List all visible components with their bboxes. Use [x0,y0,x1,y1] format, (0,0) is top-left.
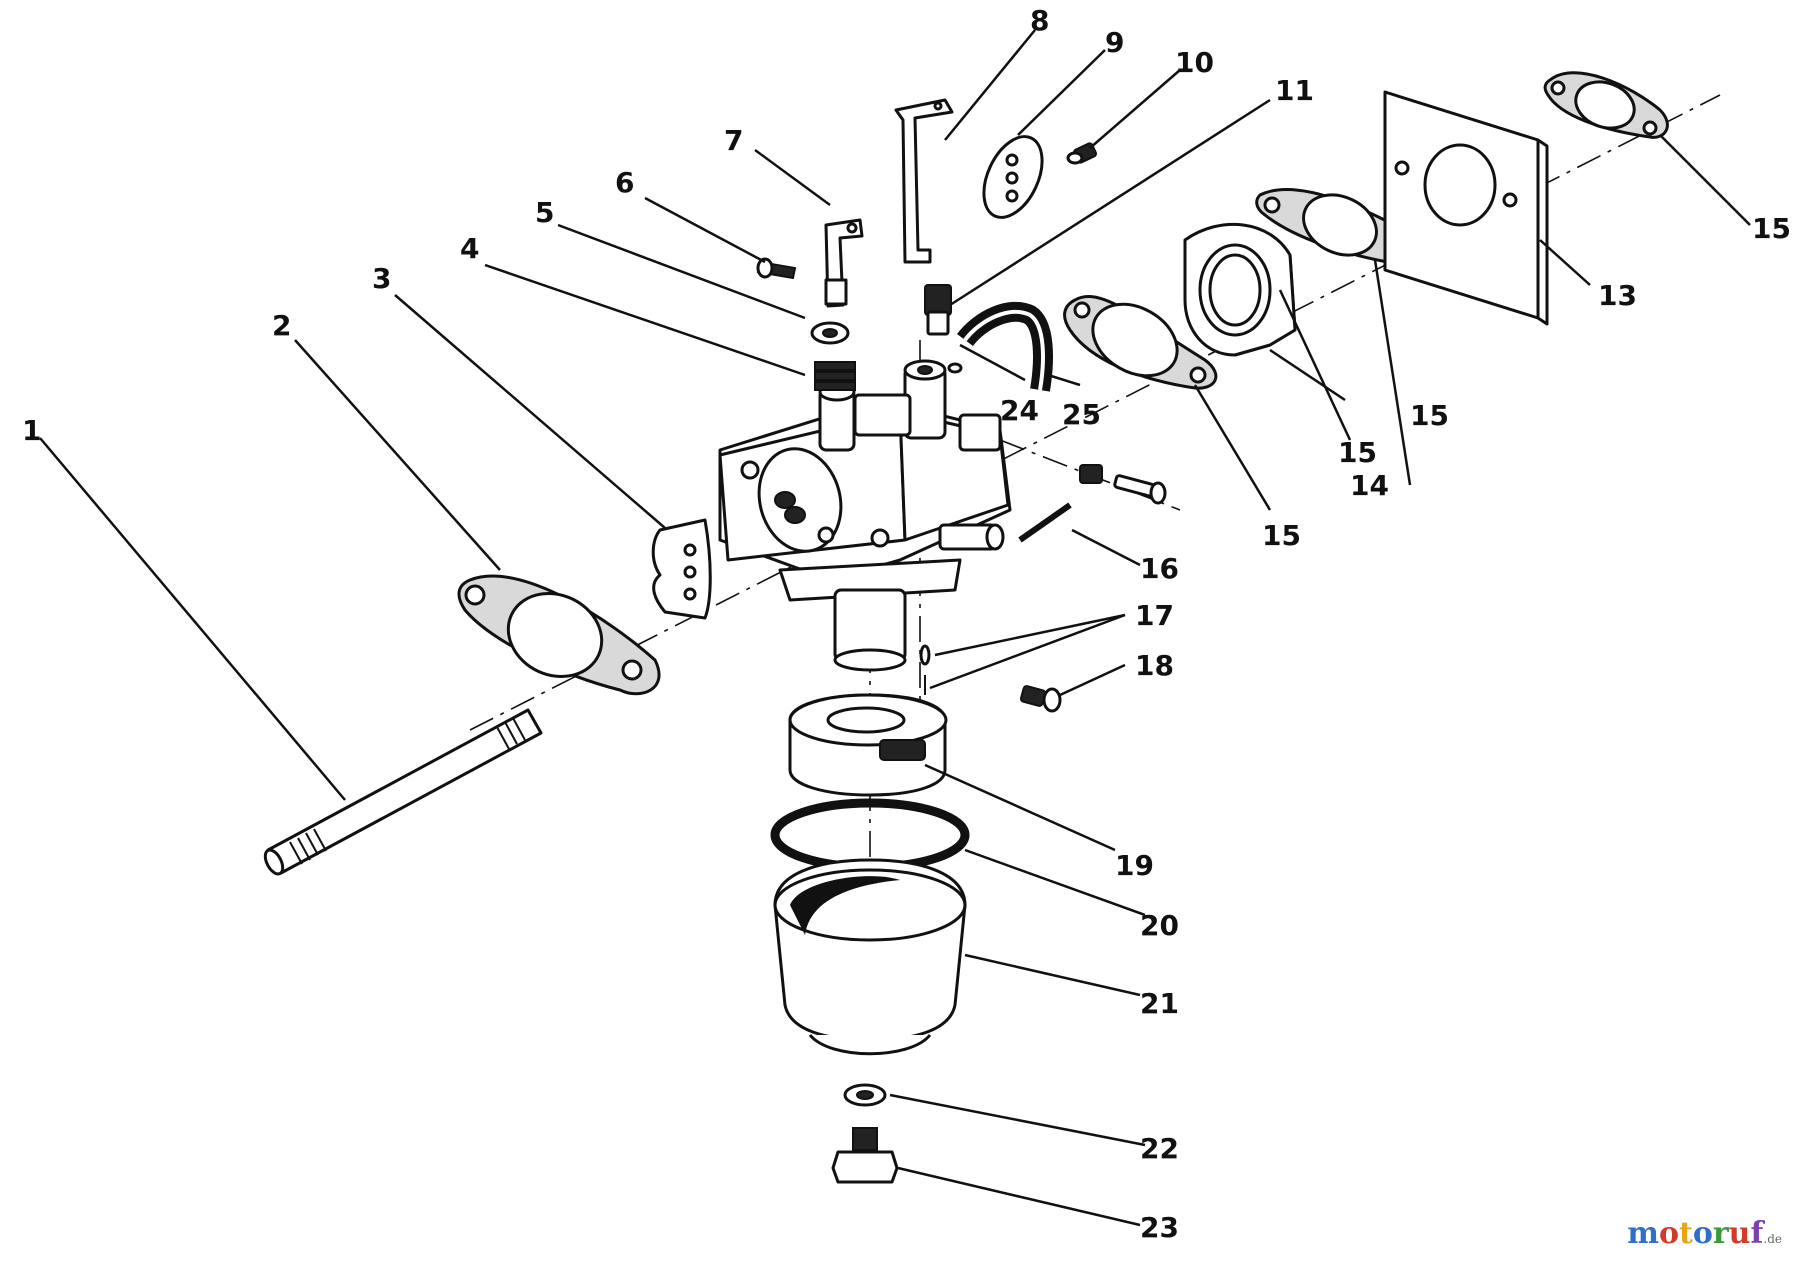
callout-25: 25 [1062,398,1101,431]
part-5-seal [810,321,850,345]
part-1-stud [263,708,543,876]
part-6-screw [756,257,797,280]
callout-8: 8 [1030,4,1049,37]
callout-3: 3 [372,262,391,295]
watermark-letter: u [1728,1216,1751,1251]
watermark-suffix: .de [1763,1232,1782,1246]
idle-screw [1079,464,1167,505]
part-19-float [788,693,948,797]
watermark-letter: o [1692,1216,1713,1251]
callout-labels: 1 2 3 4 5 6 7 8 9 10 11 13 14 15 15 15 1… [22,4,1791,1244]
part-7-choke-shaft [824,218,864,308]
callout-19: 19 [1115,849,1154,882]
callout-22: 22 [1140,1132,1179,1165]
callout-15: 15 [1262,519,1301,552]
part-4-spring [814,361,856,391]
watermark-letter: t [1678,1216,1693,1251]
callout-1: 1 [22,414,41,447]
callout-23: 23 [1140,1211,1179,1244]
part-16-screw [1018,502,1073,543]
callout-13: 13 [1598,279,1637,312]
callout-21: 21 [1140,987,1179,1020]
callout-9: 9 [1105,26,1124,59]
callout-5: 5 [535,196,554,229]
callout-14: 14 [1350,469,1389,502]
watermark: motoruf.de [1627,1216,1782,1251]
part-24-25-fuel-hose [947,301,1053,392]
watermark-letter: m [1627,1216,1659,1251]
watermark-letter: r [1712,1216,1729,1251]
watermark-letter: f [1750,1216,1764,1251]
callout-15: 15 [1752,212,1791,245]
part-9-throttle-disc [982,135,1044,219]
callout-18: 18 [1135,649,1174,682]
callout-15: 15 [1338,436,1377,469]
part-14-spacer [1183,222,1297,357]
callout-15: 15 [1410,399,1449,432]
part-13-plate [1383,90,1549,326]
part-17-oring [919,644,931,695]
part-11-needle [924,284,952,336]
callout-6: 6 [615,166,634,199]
callout-2: 2 [272,309,291,342]
part-18-screw [1019,685,1062,713]
callout-24: 24 [1000,394,1039,427]
part-23-bowl-nut [831,1127,899,1184]
leader-lines [39,29,1751,1227]
callout-7: 7 [724,124,743,157]
callout-4: 4 [460,232,479,265]
part-2-gasket [457,574,661,696]
callout-16: 16 [1140,552,1179,585]
part-22-washer [843,1083,887,1107]
callout-17: 17 [1135,599,1174,632]
callout-11: 11 [1275,74,1314,107]
part-15-gasket-far-right [1543,71,1669,139]
part-8-throttle-shaft [894,98,954,264]
watermark-letter: o [1658,1216,1679,1251]
part-15-gasket-center [1063,294,1218,390]
part-21-float-bowl [773,858,967,1056]
callout-20: 20 [1140,909,1179,942]
carburetor-body [718,359,1012,672]
watermark-letters: motoruf [1627,1216,1763,1251]
callout-10: 10 [1175,46,1214,79]
part-3-throttle-plate [651,518,712,620]
